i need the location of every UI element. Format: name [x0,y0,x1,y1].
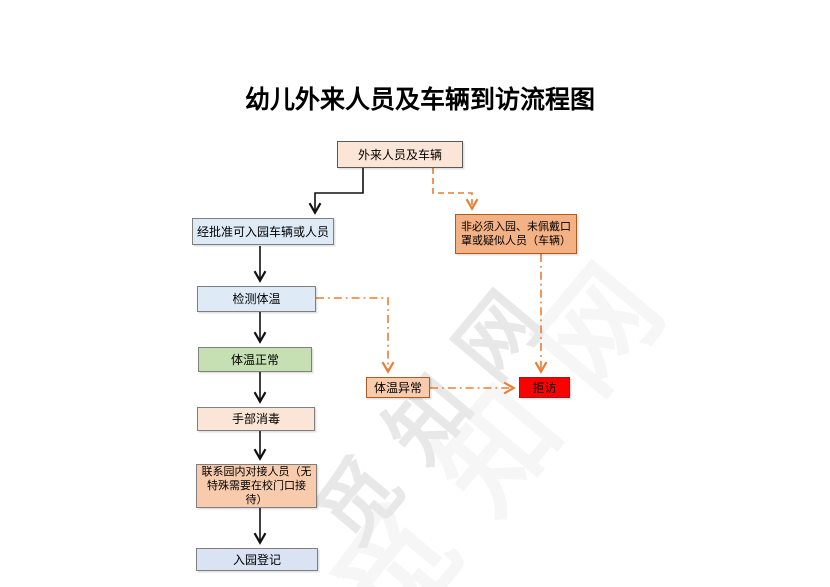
page-title: 幼儿外来人员及车辆到访流程图 [244,85,595,114]
flow-node-temp-normal: 体温正常 [198,347,312,372]
flow-node-approved: 经批准可入园车辆或人员 [192,218,334,245]
flow-node-temp-check: 检测体温 [197,286,316,312]
edge-visitors-approved [308,168,364,215]
flow-node-refuse: 拒访 [519,377,570,398]
flow-node-non-essential: 非必须入园、未佩戴口罩或疑似人员（车辆） [455,214,577,254]
flow-node-contact: 联系园内对接人员（无特殊需要在校门口接待） [196,464,317,508]
flow-node-register: 入园登记 [196,548,318,571]
flow-node-visitors: 外来人员及车辆 [337,141,463,168]
edge-tempcheck-abnormal [316,297,395,374]
flow-node-temp-abnormal: 体温异常 [366,377,430,398]
flow-node-hand-sanitize: 手部消毒 [197,407,315,431]
edge-visitors-nonessential [432,168,479,211]
